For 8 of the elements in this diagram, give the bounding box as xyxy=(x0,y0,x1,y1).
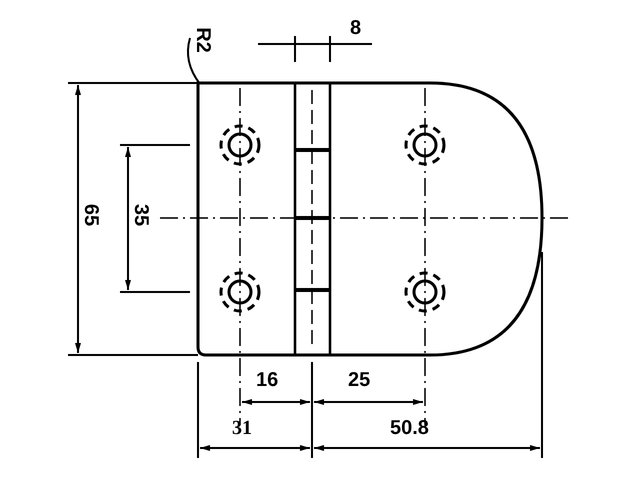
dimension-label: 35 xyxy=(131,204,152,226)
dimension-label: 8 xyxy=(350,18,362,38)
dimension-label: 16 xyxy=(256,370,278,390)
dimension-label: 31 xyxy=(232,418,252,438)
dimension-label: R2 xyxy=(192,27,213,53)
dimension-label: 25 xyxy=(348,370,370,390)
dimension-label: 65 xyxy=(81,204,102,226)
dimension-label: 50.8 xyxy=(390,418,429,438)
